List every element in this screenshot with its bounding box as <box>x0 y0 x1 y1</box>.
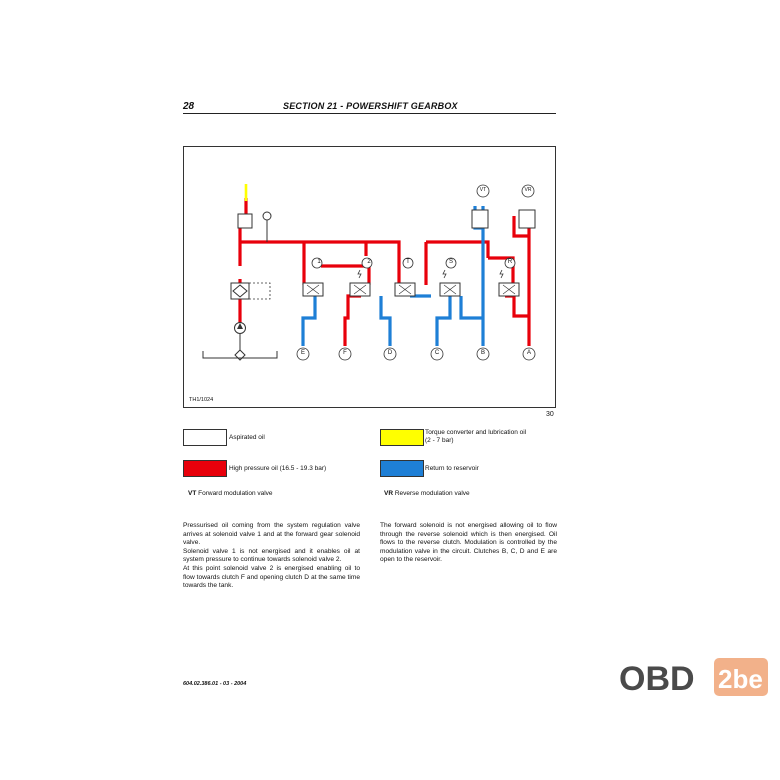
valve2-to-clutch-d <box>379 296 392 346</box>
pressure-gauge <box>262 211 272 221</box>
legend-label-return: Return to reservoir <box>425 465 479 472</box>
figure-number: 30 <box>546 411 554 418</box>
obd2be-logo: OBD 2be <box>619 658 768 697</box>
valve1-to-valve2 <box>321 264 371 285</box>
legend-label-aspirated: Aspirated oil <box>229 434 265 441</box>
figure-code: TH1/1024 <box>189 397 214 403</box>
legend-label-high-pressure: High pressure oil (16.5 - 19.3 bar) <box>229 465 327 472</box>
solenoid-label-r: R <box>507 259 513 265</box>
solenoid-label-s: S <box>448 259 453 265</box>
outlet-label-b: B <box>480 350 485 356</box>
logo-text-b: 2be <box>718 664 763 694</box>
valve-s-return <box>459 296 483 320</box>
vr-note: VR Reverse modulation valve <box>384 490 470 497</box>
vt-label: VT <box>479 187 487 193</box>
supply-to-valve-r <box>488 256 515 285</box>
solenoid-label-t: T <box>406 259 410 265</box>
legend-swatch-high-pressure <box>183 460 227 477</box>
outlet-label-c: C <box>434 350 440 356</box>
header-rule <box>183 113 556 114</box>
hydraulic-diagram-frame <box>183 146 556 408</box>
valve-s-to-clutch-c <box>435 296 452 346</box>
reservoir-icon <box>202 351 278 359</box>
vt-description: Forward modulation valve <box>198 490 273 497</box>
logo-text-a: OBD <box>619 660 695 697</box>
section-title: SECTION 21 - POWERSHIFT GEARBOX <box>283 101 458 111</box>
legend-swatch-return <box>380 460 424 477</box>
hydraulic-schematic <box>202 184 536 361</box>
paragraph: The forward solenoid is not energised al… <box>380 522 557 564</box>
outlet-label-a: A <box>526 350 531 356</box>
right-column-text: The forward solenoid is not energised al… <box>380 522 557 565</box>
page-number: 28 <box>183 101 195 112</box>
solenoid-valve-blocks <box>302 209 536 297</box>
legend-sublabel-lubrication: (2 - 7 bar) <box>425 437 454 444</box>
outlet-label-f: F <box>343 350 347 356</box>
left-column-text: Pressurised oil coming from the system r… <box>183 522 360 591</box>
paragraph: Pressurised oil coming from the system r… <box>183 522 360 547</box>
vr-symbol: VR <box>384 490 394 497</box>
relief-valve <box>237 213 253 229</box>
logo-badge <box>714 658 768 696</box>
modulation-valve-vt <box>471 209 489 229</box>
valve1-to-clutch-e <box>301 296 317 346</box>
return-lines <box>301 206 485 346</box>
legend-label-lubrication: Torque converter and lubrication oil <box>425 429 527 436</box>
outlet-label-e: E <box>300 350 305 356</box>
vt-note: VT Forward modulation valve <box>188 490 273 497</box>
vr-label: VR <box>524 187 532 193</box>
supply-to-modulators <box>426 240 490 258</box>
paragraph: Solenoid valve 1 is not energised and it… <box>183 547 360 564</box>
legend-swatch-lubrication <box>380 429 424 446</box>
outlet-label-d: D <box>387 350 393 356</box>
vt-symbol: VT <box>188 490 197 497</box>
solenoid-label-2: 2 <box>367 259 371 265</box>
document-reference: 604.02.386.01 - 03 - 2004 <box>183 681 247 687</box>
paragraph: At this point solenoid valve 2 is energi… <box>183 564 360 590</box>
vr-description: Reverse modulation valve <box>394 490 470 497</box>
filter-icon <box>232 284 248 298</box>
valve-r-to-a <box>505 294 529 318</box>
filter-bypass <box>248 282 271 300</box>
vr-loop <box>512 216 529 238</box>
modulation-valve-vr <box>518 209 536 229</box>
main-supply-line <box>240 240 401 285</box>
energised-icons <box>357 269 504 279</box>
solenoid-label-1: 1 <box>317 259 321 265</box>
valve2-to-clutch-f <box>343 294 361 346</box>
legend-swatch-aspirated <box>183 429 227 446</box>
